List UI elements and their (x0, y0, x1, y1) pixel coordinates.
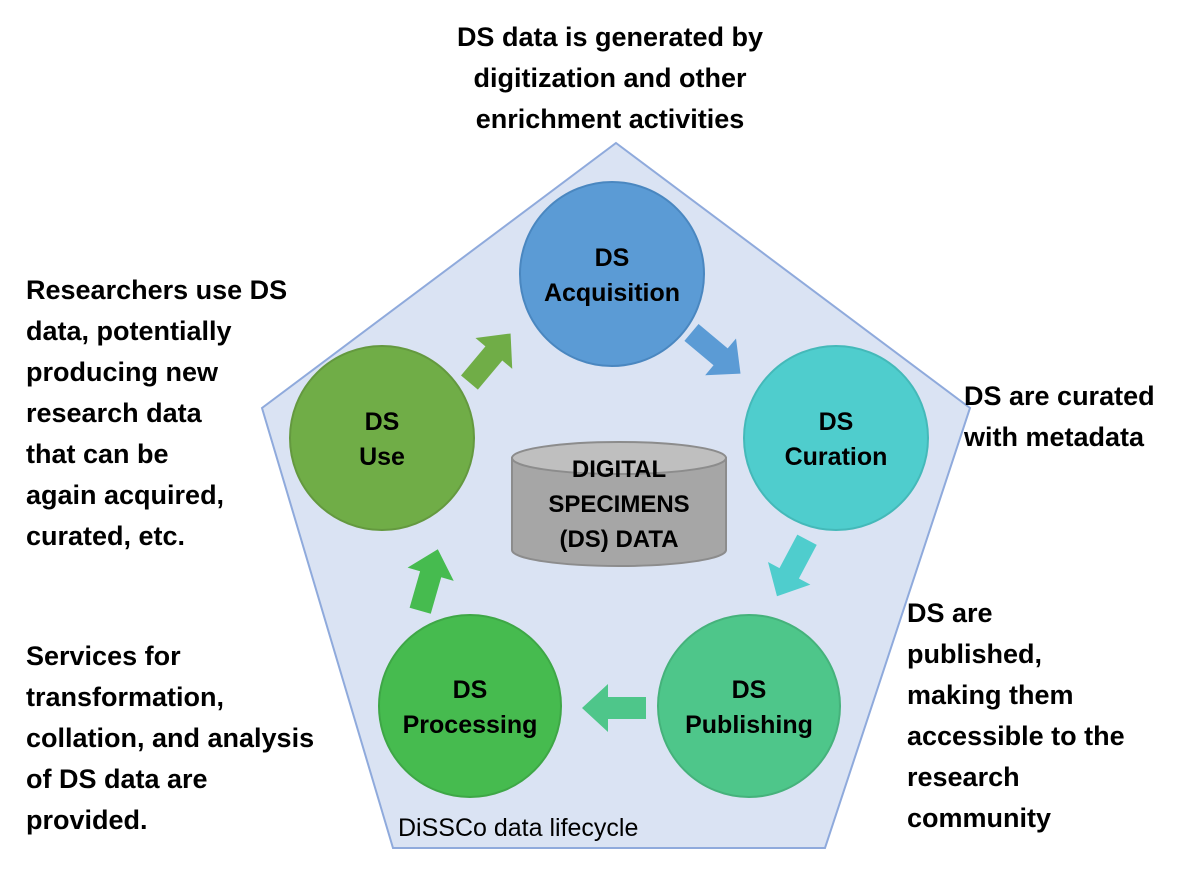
note-right-bottom-line: community (907, 803, 1052, 833)
note-right-bottom-line: DS are (907, 598, 993, 628)
note-right-bottom-line: published, (907, 639, 1042, 669)
note-left-bottom-line: transformation, (26, 682, 225, 712)
note-left-bottom-line: of DS data are (26, 764, 208, 794)
stage-publishing-line2: Publishing (685, 711, 813, 739)
note-left-top-line: again acquired, (26, 480, 225, 510)
diagram-caption: DiSSCo data lifecycle (398, 814, 638, 842)
stage-curation-line1: DS (819, 408, 854, 436)
note-left-bottom: Services for transformation, collation, … (26, 636, 314, 841)
stage-use-line1: DS (365, 408, 400, 436)
note-left-bottom-line: Services for (26, 641, 181, 671)
stage-processing-line2: Processing (403, 711, 538, 739)
note-right-bottom-line: making them (907, 680, 1074, 710)
arrow-processing-to-use (407, 549, 454, 614)
database-label-line1: DIGITAL (572, 456, 666, 483)
stage-acquisition: DS Acquisition (519, 181, 705, 367)
note-top: DS data is generated by digitization and… (300, 17, 920, 140)
database-label-line2: SPECIMENS (548, 491, 689, 518)
arrow-publishing-to-processing (582, 684, 646, 732)
stage-curation-line2: Curation (785, 443, 888, 471)
note-right-bottom-line: accessible to the (907, 721, 1125, 751)
arrow-curation-to-publishing (767, 534, 817, 597)
note-right-bottom: DS are published, making them accessible… (907, 593, 1125, 839)
note-left-top-line: Researchers use DS (26, 275, 288, 305)
database-label-line3: (DS) DATA (559, 526, 678, 553)
stage-use: DS Use (289, 345, 475, 531)
note-left-bottom-line: provided. (26, 805, 148, 835)
database-cylinder: DIGITAL SPECIMENS (DS) DATA (511, 441, 727, 567)
stage-publishing-line1: DS (732, 676, 767, 704)
note-top-line: DS data is generated by (456, 22, 764, 52)
note-right-bottom-line: research (907, 762, 1020, 792)
stage-use-line2: Use (359, 443, 405, 471)
stage-processing: DS Processing (378, 614, 562, 798)
arrow-acquisition-to-curation (684, 324, 741, 376)
note-left-top: Researchers use DS data, potentially pro… (26, 270, 287, 557)
note-left-top-line: research data (26, 398, 202, 428)
note-top-line: digitization and other (473, 63, 747, 93)
note-right-top-line: DS are curated (964, 381, 1155, 411)
stage-curation: DS Curation (743, 345, 929, 531)
note-left-top-line: that can be (26, 439, 169, 469)
note-left-top-line: producing new (26, 357, 218, 387)
note-right-top-line: with metadata (964, 422, 1145, 452)
stage-publishing: DS Publishing (657, 614, 841, 798)
note-right-top: DS are curated with metadata (964, 376, 1155, 458)
arrow-use-to-acquisition (461, 333, 513, 390)
stage-acquisition-line2: Acquisition (544, 279, 680, 307)
note-left-bottom-line: collation, and analysis (26, 723, 315, 753)
stage-processing-line1: DS (453, 676, 488, 704)
stage-acquisition-line1: DS (595, 244, 630, 272)
note-left-top-line: data, potentially (26, 316, 232, 346)
note-left-top-line: curated, etc. (26, 521, 186, 551)
note-top-line: enrichment activities (475, 104, 745, 134)
